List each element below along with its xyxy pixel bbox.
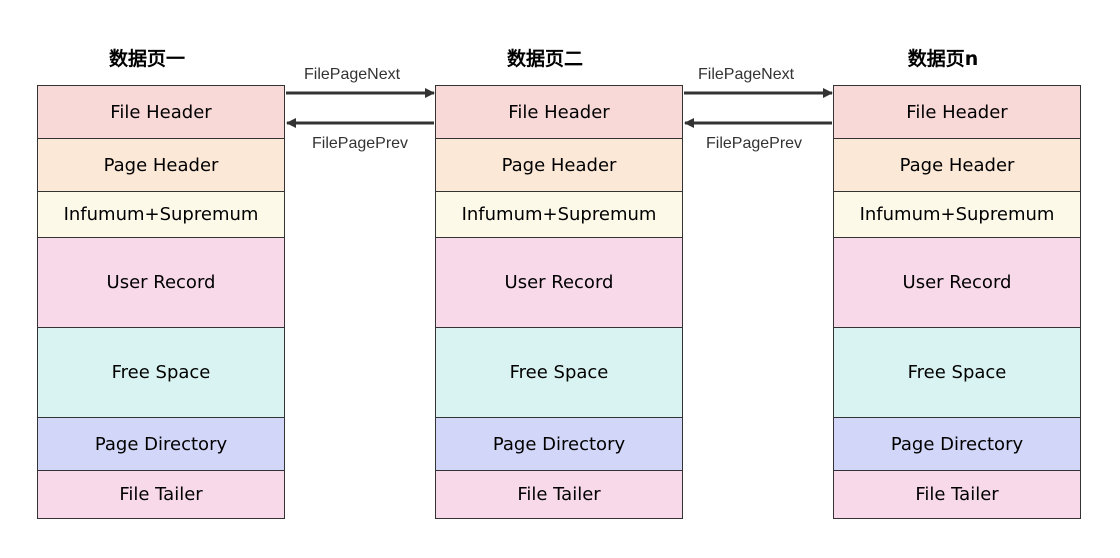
- page-title-1: 数据页一: [108, 48, 185, 70]
- page-directory-section: Page Directory: [436, 418, 682, 471]
- data-page-1: File Header Page Header Infumum+Supremum…: [37, 85, 285, 519]
- file-header-section: File Header: [834, 86, 1080, 139]
- page-directory-section: Page Directory: [38, 418, 284, 471]
- infimum-supremum-section: Infumum+Supremum: [38, 192, 284, 238]
- prev-label-1: FilePagePrev: [312, 135, 409, 152]
- user-record-section: User Record: [38, 238, 284, 328]
- file-tailer-section: File Tailer: [436, 471, 682, 518]
- page-directory-section: Page Directory: [834, 418, 1080, 471]
- free-space-section: Free Space: [834, 328, 1080, 418]
- file-tailer-section: File Tailer: [834, 471, 1080, 518]
- free-space-section: Free Space: [436, 328, 682, 418]
- next-label-1: FilePageNext: [304, 66, 401, 83]
- data-page-2: File Header Page Header Infumum+Supremum…: [435, 85, 683, 519]
- page-title-n: 数据页n: [907, 48, 979, 70]
- page-title-2: 数据页二: [506, 48, 583, 70]
- free-space-section: Free Space: [38, 328, 284, 418]
- data-page-n: File Header Page Header Infumum+Supremum…: [833, 85, 1081, 519]
- user-record-section: User Record: [436, 238, 682, 328]
- page-header-section: Page Header: [834, 139, 1080, 192]
- file-tailer-section: File Tailer: [38, 471, 284, 518]
- file-header-section: File Header: [38, 86, 284, 139]
- page-header-section: Page Header: [38, 139, 284, 192]
- file-header-section: File Header: [436, 86, 682, 139]
- next-label-2: FilePageNext: [698, 66, 795, 83]
- infimum-supremum-section: Infumum+Supremum: [436, 192, 682, 238]
- infimum-supremum-section: Infumum+Supremum: [834, 192, 1080, 238]
- prev-label-2: FilePagePrev: [706, 135, 803, 152]
- page-header-section: Page Header: [436, 139, 682, 192]
- user-record-section: User Record: [834, 238, 1080, 328]
